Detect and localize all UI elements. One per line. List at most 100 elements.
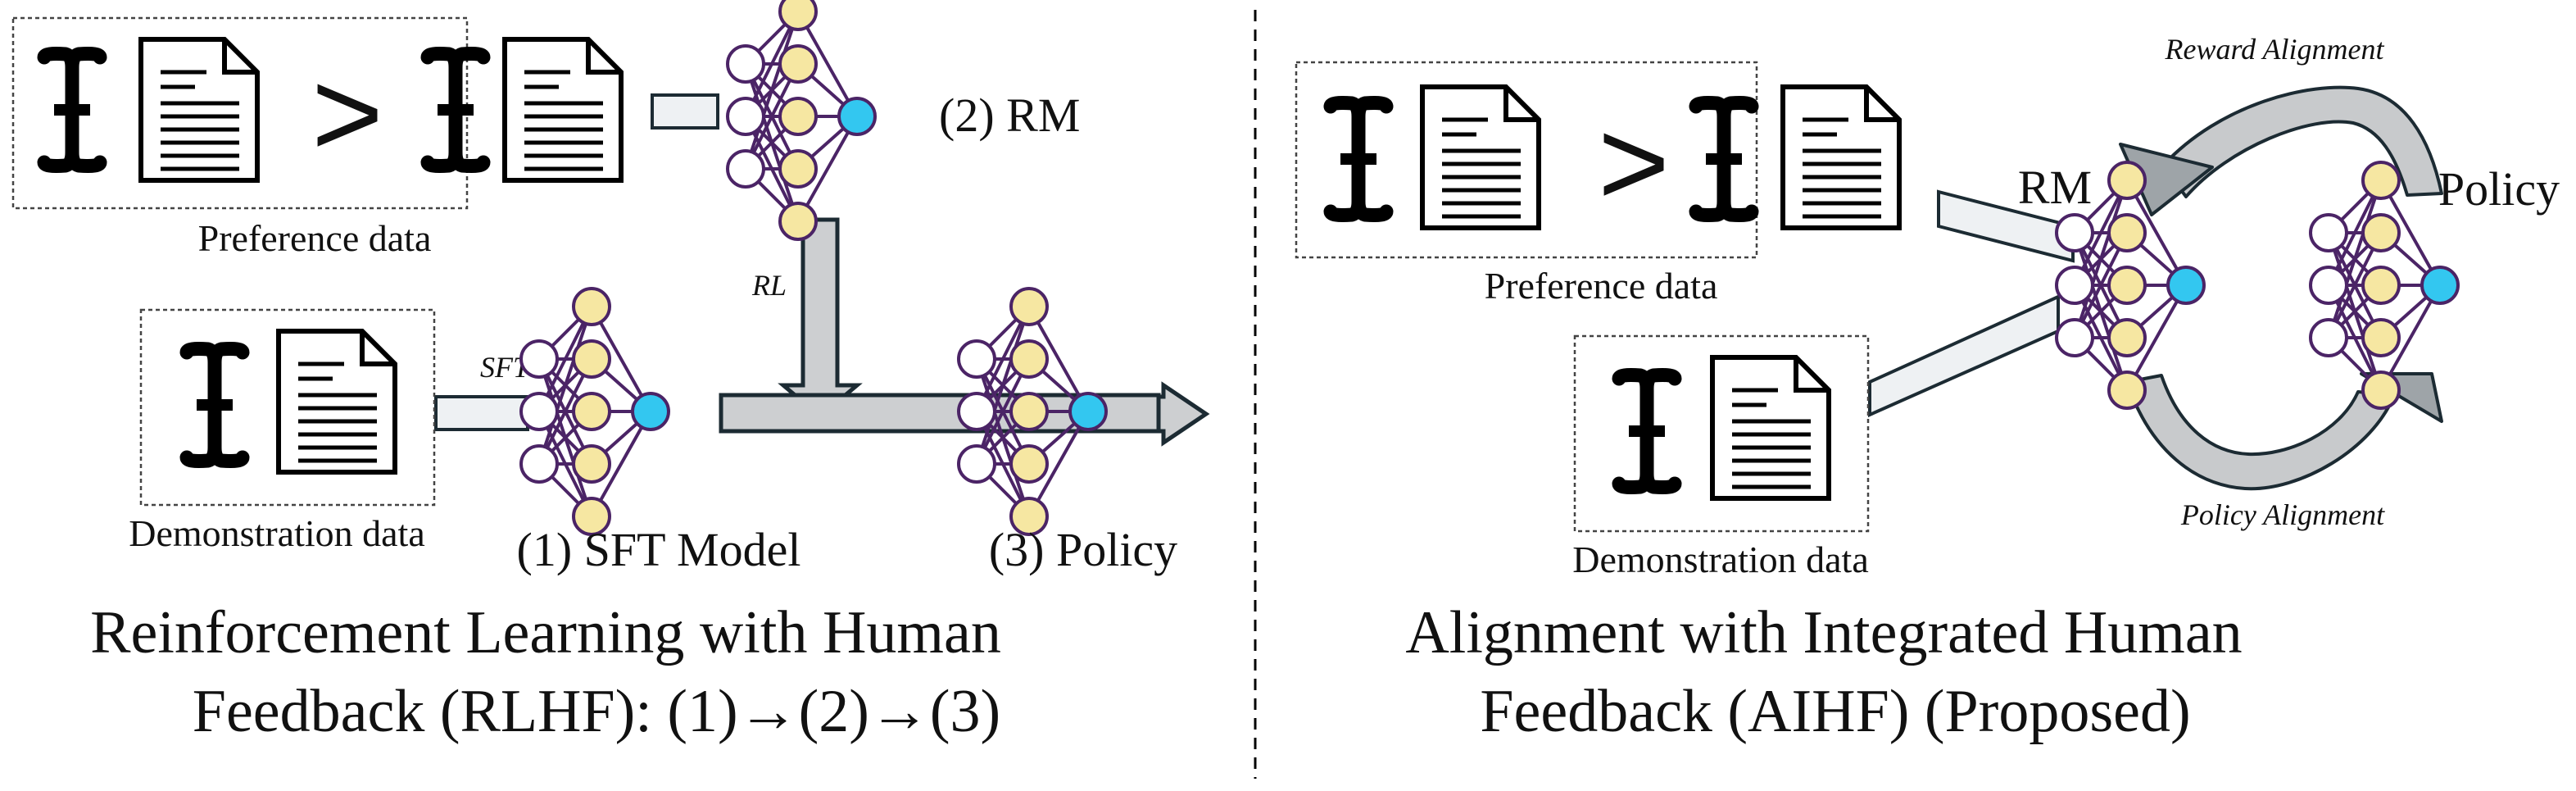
input-node xyxy=(726,149,765,189)
hidden-node xyxy=(2361,370,2401,410)
hidden-node xyxy=(2107,161,2147,200)
network-edge xyxy=(590,306,652,412)
policy-neural-network-icon xyxy=(957,287,1108,536)
input-node xyxy=(519,392,559,431)
greater-than-symbol: > xyxy=(311,44,383,182)
rm-label: RM xyxy=(2018,161,2092,214)
rlhf-panel: > Preference data Demonstration data SFT… xyxy=(11,0,1210,745)
network-edge xyxy=(796,116,859,222)
pref-to-rm-connector xyxy=(651,93,719,130)
document-icon xyxy=(1783,87,1899,228)
demo-to-sft-connector xyxy=(434,395,529,431)
hidden-node xyxy=(2107,370,2147,410)
hidden-node xyxy=(778,149,818,189)
document-icon xyxy=(279,331,395,472)
input-node xyxy=(2309,266,2348,305)
input-node xyxy=(726,97,765,136)
input-node xyxy=(957,444,996,484)
hidden-node xyxy=(572,392,611,431)
input-node xyxy=(957,392,996,431)
document-icon xyxy=(1422,87,1539,228)
network-edge xyxy=(590,411,652,517)
network-edge xyxy=(1027,306,1090,412)
network-edge xyxy=(744,11,800,170)
input-node xyxy=(2055,266,2094,305)
input-node xyxy=(2309,318,2348,357)
output-node xyxy=(631,392,670,431)
network-edge xyxy=(975,306,1031,465)
preference-data-box-left: > xyxy=(11,16,621,210)
network-edge xyxy=(1027,411,1090,517)
input-node xyxy=(957,339,996,379)
output-node xyxy=(1068,392,1108,431)
demonstration-data-box-right xyxy=(1573,334,1870,533)
hidden-node xyxy=(572,497,611,536)
aihf-title-line2: Feedback (AIHF) (Proposed) xyxy=(1480,678,2190,745)
hidden-node xyxy=(2361,213,2401,252)
reward-alignment-label: Reward Alignment xyxy=(2165,33,2385,66)
network-edge xyxy=(796,11,859,117)
aihf-panel: Reward Alignment Policy Alignment > Pref… xyxy=(1295,33,2560,745)
hidden-node xyxy=(778,202,818,241)
hidden-node xyxy=(1009,497,1049,536)
input-node xyxy=(2055,213,2094,252)
sft-model-neural-network-icon xyxy=(519,287,670,536)
hidden-node xyxy=(572,339,611,379)
hidden-node xyxy=(2361,266,2401,305)
rlhf-title-line1: Reinforcement Learning with Human xyxy=(90,599,1001,666)
hidden-node xyxy=(778,97,818,136)
output-node xyxy=(837,97,877,136)
policy-label: Policy xyxy=(2438,162,2560,216)
demonstration-data-box-left xyxy=(139,308,436,507)
hidden-node xyxy=(778,0,818,31)
hidden-node xyxy=(572,444,611,484)
network-edge xyxy=(2125,284,2188,391)
pref-to-rm-feed xyxy=(1937,189,2075,263)
hidden-node xyxy=(2107,266,2147,305)
network-edge xyxy=(2379,180,2442,286)
demo-to-rm-feed xyxy=(1868,293,2060,418)
rm-label: (2) RM xyxy=(939,89,1080,142)
network-edge xyxy=(537,306,593,465)
hidden-node xyxy=(2107,318,2147,357)
rl-arrow-label: RL xyxy=(751,269,787,302)
network-edge xyxy=(2073,180,2129,339)
document-icon xyxy=(1712,357,1829,498)
hidden-node xyxy=(1009,392,1049,431)
policy-label: (3) Policy xyxy=(989,523,1177,576)
hidden-node xyxy=(778,44,818,84)
rlhf-title-line2: Feedback (RLHF): (1)→(2)→(3) xyxy=(193,678,1000,745)
preference-data-label: Preference data xyxy=(198,217,432,259)
policy-alignment-label: Policy Alignment xyxy=(2180,498,2385,531)
input-node xyxy=(2309,213,2348,252)
preference-data-box-right: > xyxy=(1295,61,1899,259)
policy-neural-network-icon xyxy=(2309,161,2460,410)
hidden-node xyxy=(2361,161,2401,200)
demonstration-data-label: Demonstration data xyxy=(1572,539,1869,580)
preference-data-label: Preference data xyxy=(1485,265,1718,307)
greater-than-symbol: > xyxy=(1598,93,1670,231)
hidden-node xyxy=(1009,444,1049,484)
output-node xyxy=(2166,266,2206,305)
document-icon xyxy=(505,39,621,180)
hidden-node xyxy=(2361,318,2401,357)
rm-neural-network-icon xyxy=(2055,161,2206,410)
output-node xyxy=(2420,266,2460,305)
input-node xyxy=(519,444,559,484)
rl-arrow xyxy=(778,217,863,420)
hidden-node xyxy=(2107,213,2147,252)
hidden-node xyxy=(1009,339,1049,379)
network-edge xyxy=(2379,284,2442,391)
rm-neural-network-icon xyxy=(726,0,877,241)
input-node xyxy=(726,44,765,84)
sft-model-label: (1) SFT Model xyxy=(517,523,801,576)
demonstration-data-label: Demonstration data xyxy=(129,512,425,554)
policy-output-arrow xyxy=(1156,381,1210,447)
network-edge xyxy=(2125,180,2188,286)
input-node xyxy=(2055,318,2094,357)
hidden-node xyxy=(572,287,611,326)
policy-alignment-arrow xyxy=(2125,374,2396,491)
hidden-node xyxy=(1009,287,1049,326)
